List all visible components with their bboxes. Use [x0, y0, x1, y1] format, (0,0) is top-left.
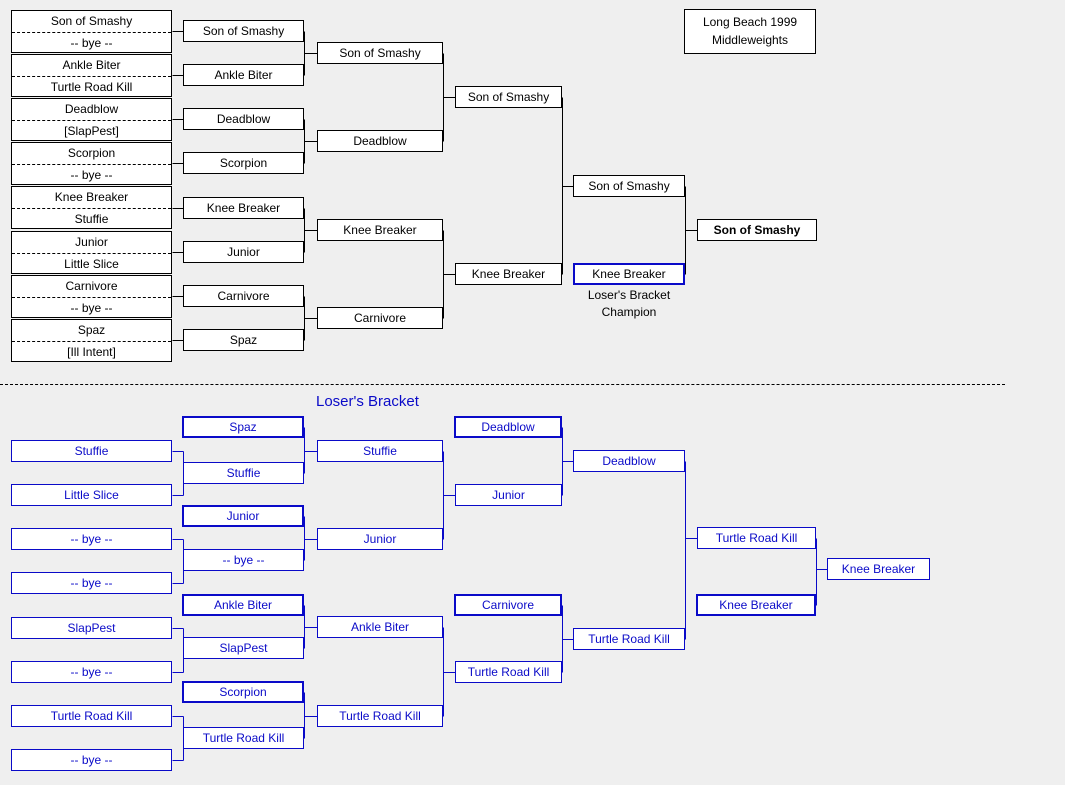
- entrant[interactable]: Junior: [12, 232, 171, 254]
- dropped-entrant-slot[interactable]: Carnivore: [454, 594, 562, 616]
- losers-bracket-title: Loser's Bracket: [316, 393, 419, 410]
- entrant[interactable]: Deadblow: [12, 99, 171, 121]
- losers-bracket-champion[interactable]: Knee Breaker: [573, 263, 685, 285]
- bracket-slot[interactable]: Stuffie: [183, 462, 304, 484]
- losers-champion-caption: Loser's Bracket Champion: [573, 287, 685, 321]
- entrant[interactable]: [SlapPest]: [64, 124, 119, 138]
- bracket-slot[interactable]: Deadblow: [183, 108, 304, 130]
- bracket-slot[interactable]: Carnivore: [183, 285, 304, 307]
- entrant[interactable]: Stuffie: [74, 212, 109, 226]
- bracket-slot[interactable]: Deadblow: [317, 130, 443, 152]
- match-2: Ankle Biter Turtle Road Kill: [11, 54, 172, 97]
- bracket-slot[interactable]: Knee Breaker: [455, 263, 562, 285]
- tournament-champion[interactable]: Son of Smashy: [697, 219, 817, 241]
- entrant[interactable]: [Ill Intent]: [67, 345, 116, 359]
- section-divider: [0, 384, 1005, 385]
- bracket-slot[interactable]: Turtle Road Kill: [455, 661, 562, 683]
- bracket-slot[interactable]: Turtle Road Kill: [573, 628, 685, 650]
- dropped-entrant-slot[interactable]: Deadblow: [454, 416, 562, 438]
- bracket-slot[interactable]: Turtle Road Kill: [11, 705, 172, 727]
- match-3: Deadblow [SlapPest]: [11, 98, 172, 141]
- match-8: Spaz [Ill Intent]: [11, 319, 172, 362]
- bracket-slot[interactable]: -- bye --: [11, 572, 172, 594]
- bracket-slot[interactable]: Turtle Road Kill: [697, 527, 816, 549]
- caption-line: Champion: [601, 305, 657, 319]
- bracket-slot[interactable]: Son of Smashy: [455, 86, 562, 108]
- dropped-entrant-slot[interactable]: Ankle Biter: [182, 594, 304, 616]
- dropped-entrant-slot[interactable]: Scorpion: [182, 681, 304, 703]
- entrant[interactable]: Spaz: [12, 320, 171, 342]
- bracket-slot[interactable]: Carnivore: [317, 307, 443, 329]
- bracket-slot[interactable]: Stuffie: [11, 440, 172, 462]
- bracket-slot[interactable]: Son of Smashy: [183, 20, 304, 42]
- bracket-slot[interactable]: Deadblow: [573, 450, 685, 472]
- entrant[interactable]: Knee Breaker: [12, 187, 171, 209]
- bracket-slot[interactable]: Scorpion: [183, 152, 304, 174]
- bracket-slot[interactable]: Junior: [317, 528, 443, 550]
- losers-bracket-final[interactable]: Knee Breaker: [827, 558, 930, 580]
- entrant[interactable]: -- bye --: [70, 168, 113, 182]
- entrant[interactable]: -- bye --: [70, 301, 113, 315]
- match-1: Son of Smashy -- bye --: [11, 10, 172, 53]
- match-6: Junior Little Slice: [11, 231, 172, 274]
- caption-line: Loser's Bracket: [587, 288, 671, 302]
- dropped-entrant-slot[interactable]: Knee Breaker: [696, 594, 816, 616]
- event-title-line: Middleweights: [711, 33, 789, 47]
- bracket-slot[interactable]: Little Slice: [11, 484, 172, 506]
- match-7: Carnivore -- bye --: [11, 275, 172, 318]
- match-5: Knee Breaker Stuffie: [11, 186, 172, 229]
- entrant[interactable]: Ankle Biter: [12, 55, 171, 77]
- bracket-slot[interactable]: Spaz: [183, 329, 304, 351]
- event-title-line: Long Beach 1999: [702, 15, 798, 29]
- winners-bracket-final[interactable]: Son of Smashy: [573, 175, 685, 197]
- bracket-slot[interactable]: -- bye --: [11, 749, 172, 771]
- dropped-entrant-slot[interactable]: Spaz: [182, 416, 304, 438]
- entrant[interactable]: Carnivore: [12, 276, 171, 298]
- entrant[interactable]: Turtle Road Kill: [50, 80, 133, 94]
- bracket-slot[interactable]: -- bye --: [11, 528, 172, 550]
- match-4: Scorpion -- bye --: [11, 142, 172, 185]
- bracket-slot[interactable]: Junior: [455, 484, 562, 506]
- bracket-slot[interactable]: Knee Breaker: [183, 197, 304, 219]
- bracket-slot[interactable]: Stuffie: [317, 440, 443, 462]
- bracket-slot[interactable]: Son of Smashy: [317, 42, 443, 64]
- bracket-slot[interactable]: Knee Breaker: [317, 219, 443, 241]
- bracket-slot[interactable]: SlapPest: [11, 617, 172, 639]
- entrant[interactable]: Son of Smashy: [12, 11, 171, 33]
- event-title: Long Beach 1999 Middleweights: [684, 9, 816, 54]
- bracket-slot[interactable]: Ankle Biter: [317, 616, 443, 638]
- bracket-slot[interactable]: -- bye --: [11, 661, 172, 683]
- entrant[interactable]: Little Slice: [64, 257, 119, 271]
- bracket-slot[interactable]: SlapPest: [183, 637, 304, 659]
- entrant[interactable]: -- bye --: [70, 36, 113, 50]
- bracket-slot[interactable]: Ankle Biter: [183, 64, 304, 86]
- dropped-entrant-slot[interactable]: Junior: [182, 505, 304, 527]
- bracket-slot[interactable]: Junior: [183, 241, 304, 263]
- bracket-slot[interactable]: Turtle Road Kill: [317, 705, 443, 727]
- bracket-slot[interactable]: -- bye --: [183, 549, 304, 571]
- entrant[interactable]: Scorpion: [12, 143, 171, 165]
- bracket-slot[interactable]: Turtle Road Kill: [183, 727, 304, 749]
